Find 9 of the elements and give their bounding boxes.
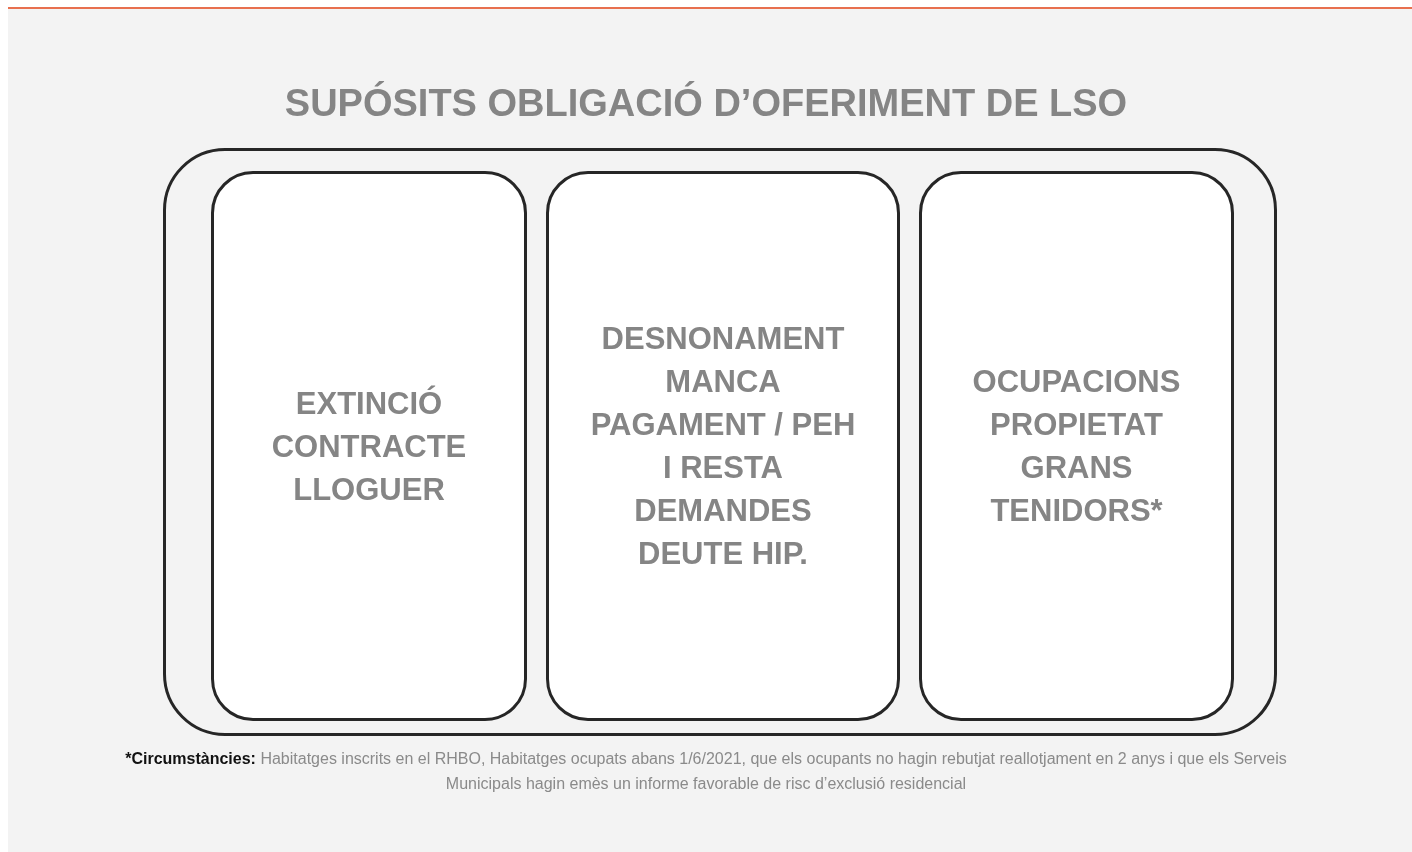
category-box	[919, 171, 1234, 721]
footnote: *Circumstàncies: Habitatges inscrits en el RHBO, Habitatges ocupats abans 1/6/2021, que els ocupants no hagin rebutjat reallotjament en 2 anys i que els Serveis Municipals hagin emès un informe favorable de risc d’exclusió residencial	[124, 749, 1288, 794]
container-box	[163, 148, 1277, 736]
diagram-title: SUPÓSITS OBLIGACIÓ D’OFERIMENT DE LSO	[283, 82, 1129, 125]
category-box	[211, 171, 527, 721]
box-label: OCUPACIONS PROPIETAT GRANS TENIDORS*	[971, 363, 1182, 530]
box-label: EXTINCIÓ CONTRACTE LLOGUER	[270, 384, 468, 509]
box-label: DESNONAMENT MANCA PAGAMENT / PEH I RESTA DEMANDES DEUTE HIP.	[589, 320, 857, 573]
category-box	[546, 171, 900, 721]
